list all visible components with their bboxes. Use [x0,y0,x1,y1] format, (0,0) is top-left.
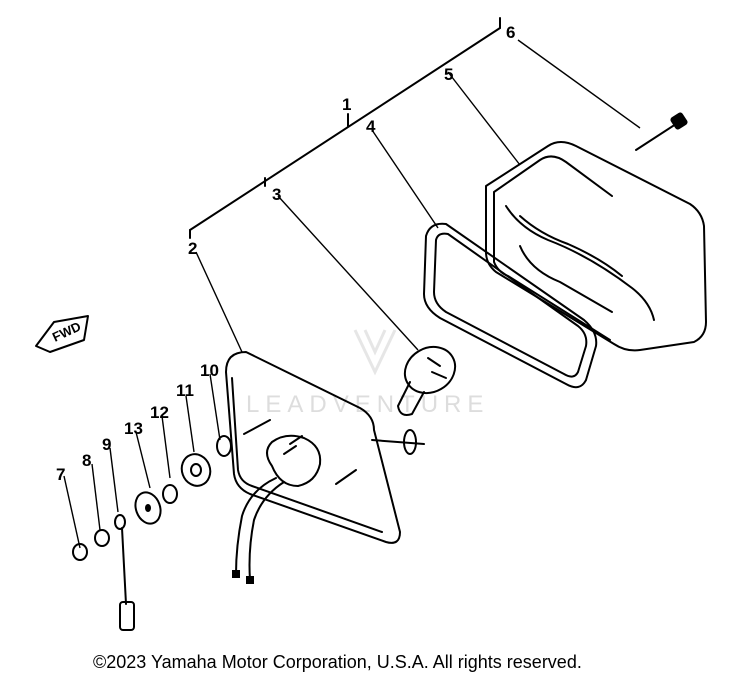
fwd-arrow-icon: FWD [35,315,89,353]
disc-part-13 [134,491,162,525]
callout-5: 5 [444,65,453,84]
base-plate-part-2 [225,351,425,544]
callout-numbers: 6 5 1 4 3 2 10 11 12 13 9 8 7 [56,23,515,484]
callout-11: 11 [176,381,194,400]
grommet-part-11 [180,453,212,487]
callout-2: 2 [188,239,197,258]
assembly-bracket [189,17,501,239]
callout-13: 13 [124,419,143,438]
callout-3: 3 [272,185,281,204]
nut-part-7 [72,543,88,561]
callout-12: 12 [150,403,169,422]
callout-4: 4 [366,117,376,136]
watermark: LEADVENTURE [246,329,489,418]
washer-part-10 [216,435,232,457]
screw-part-6 [635,112,688,151]
callout-9: 9 [102,435,111,454]
callout-6: 6 [506,23,515,42]
copyright-notice: ©2023 Yamaha Motor Corporation, U.S.A. A… [93,652,582,672]
callout-8: 8 [82,451,91,470]
collar-part-12 [162,484,178,504]
hardware-parts [72,435,232,631]
callout-1: 1 [342,95,351,114]
gasket-part-4 [423,222,598,389]
washer-part-8 [94,529,110,547]
watermark-text: LEADVENTURE [246,391,489,418]
callout-7: 7 [56,465,65,484]
washer-part-9 [114,514,126,530]
wire-leads [232,477,285,584]
bulb-part-3 [397,345,457,416]
lens-part-5 [485,141,707,352]
leader-lines [63,39,641,549]
callout-10: 10 [200,361,219,380]
